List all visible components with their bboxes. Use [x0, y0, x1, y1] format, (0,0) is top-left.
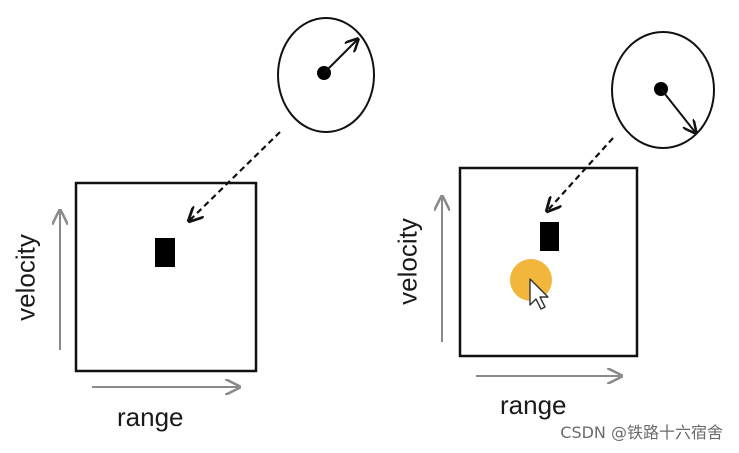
left-radar-circle: [277, 17, 375, 133]
right-mapping-dashed-arrow: [548, 137, 614, 210]
left-target-marker: [155, 238, 175, 267]
left-diagram: [60, 17, 375, 387]
right-x-axis-label: range: [500, 390, 567, 420]
right-y-axis-label: velocity: [392, 218, 423, 305]
right-velocity-vector-arrow: [660, 88, 695, 132]
left-velocity-vector-arrow: [323, 40, 357, 74]
left-y-axis-label: velocity: [10, 234, 41, 321]
right-target-marker: [540, 222, 559, 251]
right-radar-circle: [611, 31, 715, 149]
right-diagram: [442, 31, 715, 376]
mouse-pointer-icon: [529, 278, 549, 310]
left-range-velocity-box: [74, 181, 258, 373]
watermark: CSDN @铁路十六宿舍: [560, 423, 723, 442]
right-range-velocity-box: [458, 166, 639, 358]
left-mapping-dashed-arrow: [190, 131, 281, 220]
left-x-axis-label: range: [117, 402, 184, 432]
